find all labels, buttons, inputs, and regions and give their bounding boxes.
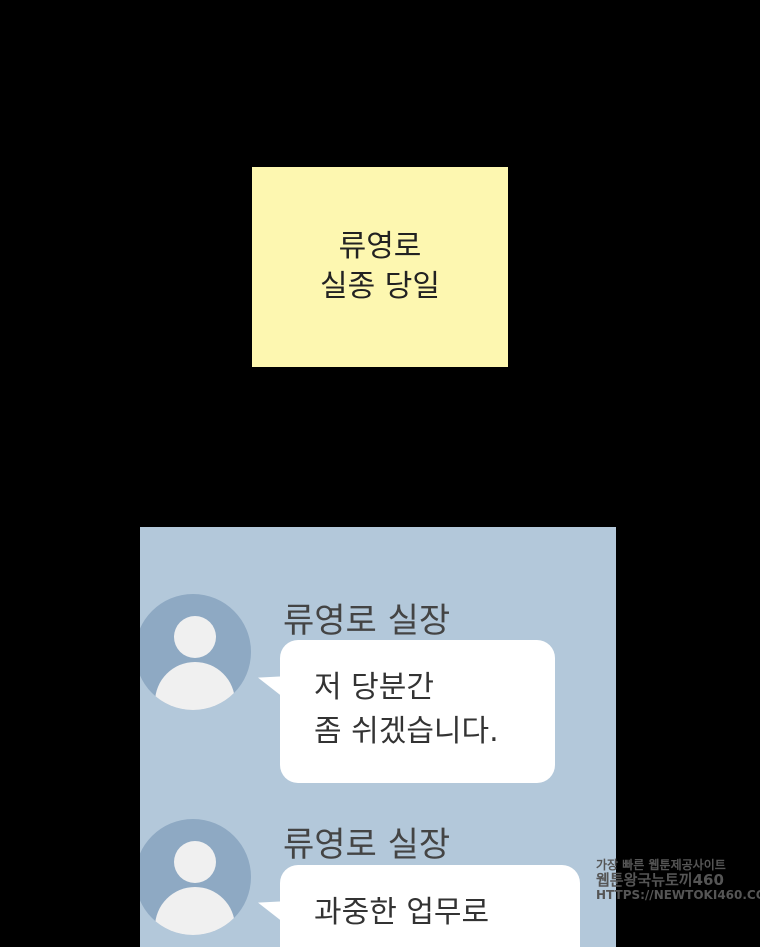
avatar-icon — [140, 594, 251, 710]
message-bubble: 저 당분간 좀 쉬겠습니다. — [280, 640, 555, 783]
message-line: 저 당분간 — [314, 670, 434, 705]
sender-name: 류영로 실장 — [283, 601, 451, 641]
sender-name: 류영로 실장 — [283, 825, 451, 865]
watermark-line: 가장 빠른 웹툰제공사이트 — [596, 858, 726, 872]
message-line: 과중한 업무로 — [314, 895, 490, 930]
caption-box: 류영로 실종 당일 — [252, 167, 508, 367]
caption-line: 류영로 — [338, 229, 422, 264]
avatar-icon — [140, 819, 251, 935]
caption-line: 실종 당일 — [320, 269, 440, 304]
message-bubble: 과중한 업무로 — [280, 865, 580, 947]
chat-panel: 류영로 실장 저 당분간 좀 쉬겠습니다. 류영로 실장 과중한 업무로 — [140, 527, 616, 947]
message-line: 좀 쉬겠습니다. — [314, 714, 499, 749]
watermark: 가장 빠른 웹툰제공사이트 웹툰왕국뉴토끼460 HTTPS://NEWTOKI… — [596, 858, 760, 903]
watermark-line: 웹툰왕국뉴토끼460 — [596, 871, 724, 889]
watermark-line: HTTPS://NEWTOKI460.COM — [596, 888, 760, 902]
